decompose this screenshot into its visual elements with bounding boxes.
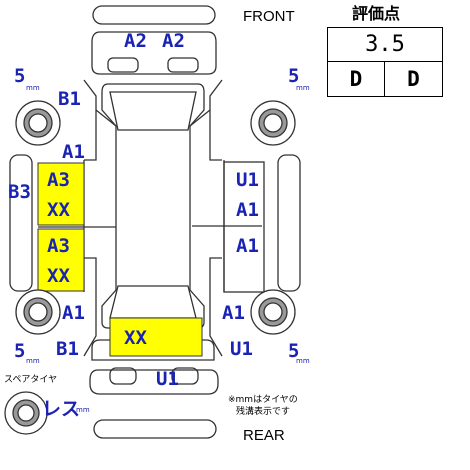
- rear-lamp: [171, 367, 199, 385]
- spare-tire-status: レス: [42, 398, 81, 420]
- code-rear-right-quarter: A1: [222, 302, 245, 324]
- left-body-side: [83, 79, 97, 357]
- front-pillar-left: [95, 109, 117, 127]
- rear-skirt: [93, 419, 217, 439]
- code-trunk: XX: [124, 327, 147, 349]
- rear-bumper: [89, 369, 219, 395]
- code-front-left-door-edge: A1: [62, 141, 85, 163]
- tread-note-line1: ※mmはタイヤの: [228, 395, 298, 405]
- right-doors: [223, 161, 265, 293]
- exterior-grade: D: [407, 67, 420, 91]
- spare-tire-label: スペアタイヤ: [4, 375, 58, 385]
- code-right-front-door-top: U1: [236, 169, 259, 191]
- code-hood-left: A2: [124, 30, 147, 52]
- code-front-left-door-bottom: XX: [47, 199, 70, 221]
- code-rear-right-bumper: U1: [230, 338, 253, 360]
- score-box: 3.5 D D: [327, 27, 443, 97]
- mm-unit-rear-right: mm: [296, 357, 310, 365]
- code-rear-left-door-top: A3: [47, 235, 70, 257]
- tire-front-right-mm: 5: [288, 65, 300, 87]
- rear-label: REAR: [243, 427, 285, 444]
- front-bumper: [92, 5, 216, 25]
- tire-front-left-mm: 5: [14, 65, 26, 87]
- front-label: FRONT: [243, 8, 295, 25]
- code-front-left-door-top: A3: [47, 169, 70, 191]
- code-right-front-door-bottom: A1: [236, 199, 259, 221]
- interior-grade: D: [328, 62, 385, 96]
- mm-unit-spare: mm: [76, 406, 90, 414]
- mm-unit-front-right: mm: [296, 84, 310, 92]
- score-value: 3.5: [328, 28, 442, 62]
- code-rear-left-door-bottom: XX: [47, 265, 70, 287]
- mm-unit-front-left: mm: [26, 84, 40, 92]
- right-body-side: [209, 79, 223, 357]
- code-hood-right: A2: [162, 30, 185, 52]
- rear-window: [109, 285, 197, 319]
- front-pillar-right: [189, 109, 211, 127]
- hood-outline: [91, 31, 217, 75]
- mm-unit-rear-left: mm: [26, 357, 40, 365]
- rear-plate: [109, 367, 137, 385]
- windshield: [109, 91, 197, 131]
- front-grille-right: [167, 57, 199, 73]
- code-left-side-panel: B3: [8, 181, 31, 203]
- front-grille: [107, 57, 139, 73]
- code-rear-left-quarter: A1: [62, 302, 85, 324]
- code-right-rear-door: A1: [236, 235, 259, 257]
- highlight-front-left-door: [37, 162, 85, 226]
- left-side-panel: [9, 154, 33, 292]
- code-rear-bumper: U1: [156, 368, 179, 390]
- highlight-rear-left-door: [37, 228, 85, 292]
- tire-rear-right-mm: 5: [288, 340, 300, 362]
- tread-note-line2: 残溝表示です: [236, 407, 291, 417]
- code-front-left-fender: B1: [58, 88, 81, 110]
- tire-rear-left-mm: 5: [14, 340, 26, 362]
- trunk-outline: [91, 339, 215, 361]
- right-side-panel: [277, 154, 301, 292]
- score-title: 評価点: [352, 4, 401, 23]
- code-rear-left-bumper: B1: [56, 338, 79, 360]
- highlight-trunk: [109, 317, 203, 357]
